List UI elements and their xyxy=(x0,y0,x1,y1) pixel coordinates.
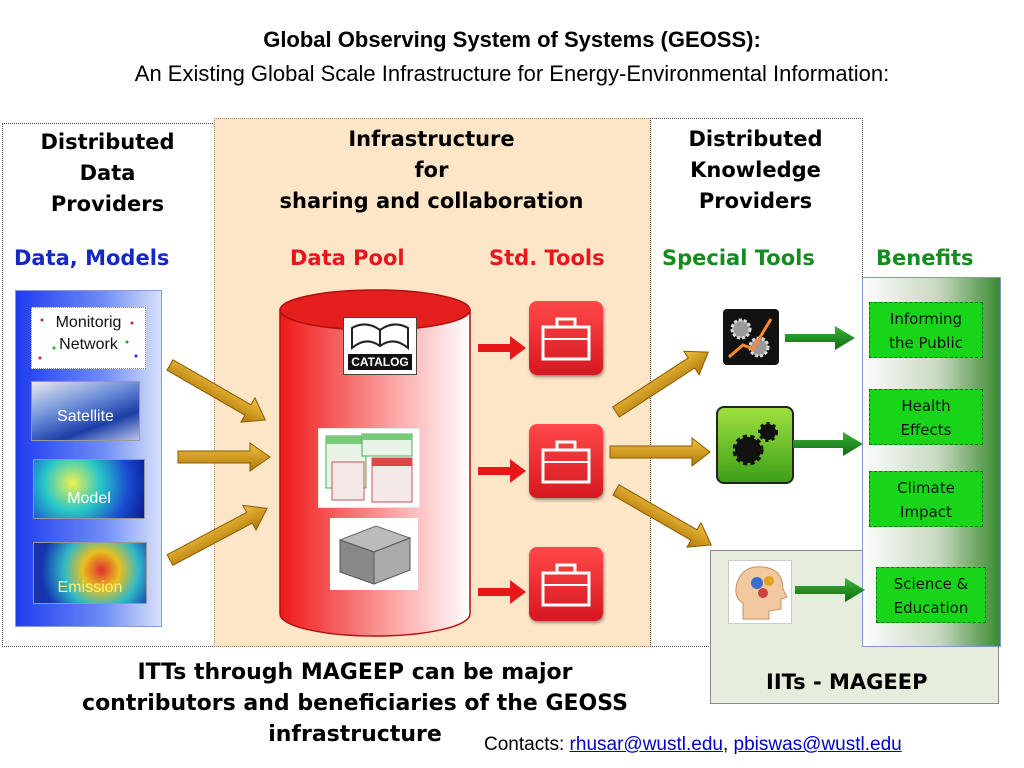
gold-arrow-in-1 xyxy=(166,359,267,423)
benefit-informing-public: Informing the Public xyxy=(869,302,983,358)
special-tools-label: Special Tools xyxy=(662,246,815,270)
green-arrow-3 xyxy=(795,578,865,602)
red-arrow-2 xyxy=(478,459,526,483)
emission-thumbnail: Emission xyxy=(33,542,147,604)
data-cube-icon xyxy=(330,518,418,590)
toolbox-icon xyxy=(541,440,591,484)
contacts-line: Contacts: rhusar@wustl.edu, pbiswas@wust… xyxy=(484,734,902,756)
benefits-heading: Benefits xyxy=(876,246,974,270)
monitoring-map-icon xyxy=(38,318,138,360)
monitoring-network-thumbnail: Monitorig Network xyxy=(31,307,146,369)
emission-label: Emission xyxy=(57,579,123,596)
std-tool-box-3 xyxy=(529,547,603,621)
contacts-separator: , xyxy=(722,734,734,755)
std-tool-box-1 xyxy=(529,301,603,375)
model-thumbnail: Model xyxy=(33,459,145,519)
model-label: Model xyxy=(67,490,111,507)
page-title: Global Observing System of Systems (GEOS… xyxy=(263,27,761,52)
catalog-label: CATALOG xyxy=(348,354,412,370)
green-arrow-1 xyxy=(785,326,855,350)
page-subtitle: An Existing Global Scale Infrastructure … xyxy=(134,61,890,86)
gold-arrow-in-3 xyxy=(166,504,268,566)
red-arrow-3 xyxy=(478,580,526,604)
email-link-pbiswas[interactable]: pbiswas@wustl.edu xyxy=(733,734,902,755)
tables-icon xyxy=(318,428,420,508)
catalog-icon: CATALOG xyxy=(343,317,417,375)
benefit-health-effects: Health Effects xyxy=(869,389,983,445)
monitoring-network-label: Monitorig Network xyxy=(55,314,122,353)
gold-arrow-out-3 xyxy=(612,484,713,548)
footer-statement: ITTs through MAGEEP can be major contrib… xyxy=(82,660,628,747)
gold-arrow-in-2 xyxy=(177,442,271,472)
satellite-label: Satellite xyxy=(57,408,114,425)
knowledge-providers-heading: Distributed Knowledge Providers xyxy=(688,127,823,213)
gold-arrow-out-1 xyxy=(612,350,709,418)
toolbox-icon xyxy=(541,563,591,607)
satellite-thumbnail: Satellite xyxy=(31,381,140,441)
benefit-science-education: Science & Education xyxy=(876,567,986,623)
benefit-climate-impact: Climate Impact xyxy=(869,471,983,527)
green-arrow-2 xyxy=(793,432,863,456)
infrastructure-heading: Infrastructure for sharing and collabora… xyxy=(279,127,584,213)
red-arrow-1 xyxy=(478,336,526,360)
head-gears-icon xyxy=(728,560,792,624)
toolbox-icon xyxy=(541,317,591,361)
email-link-rhusar[interactable]: rhusar@wustl.edu xyxy=(569,734,723,755)
analytics-gears-icon xyxy=(723,309,779,365)
gold-arrow-out-2 xyxy=(609,436,711,468)
data-pool-label: Data Pool xyxy=(290,246,405,270)
data-providers-heading: Distributed Data Providers xyxy=(40,130,175,216)
std-tool-box-2 xyxy=(529,424,603,498)
contacts-label: Contacts: xyxy=(484,734,570,755)
data-models-label: Data, Models xyxy=(14,246,170,270)
green-gears-icon xyxy=(716,406,794,484)
iits-mageep-label: IITs - MAGEEP xyxy=(766,670,928,694)
std-tools-label: Std. Tools xyxy=(489,246,605,270)
